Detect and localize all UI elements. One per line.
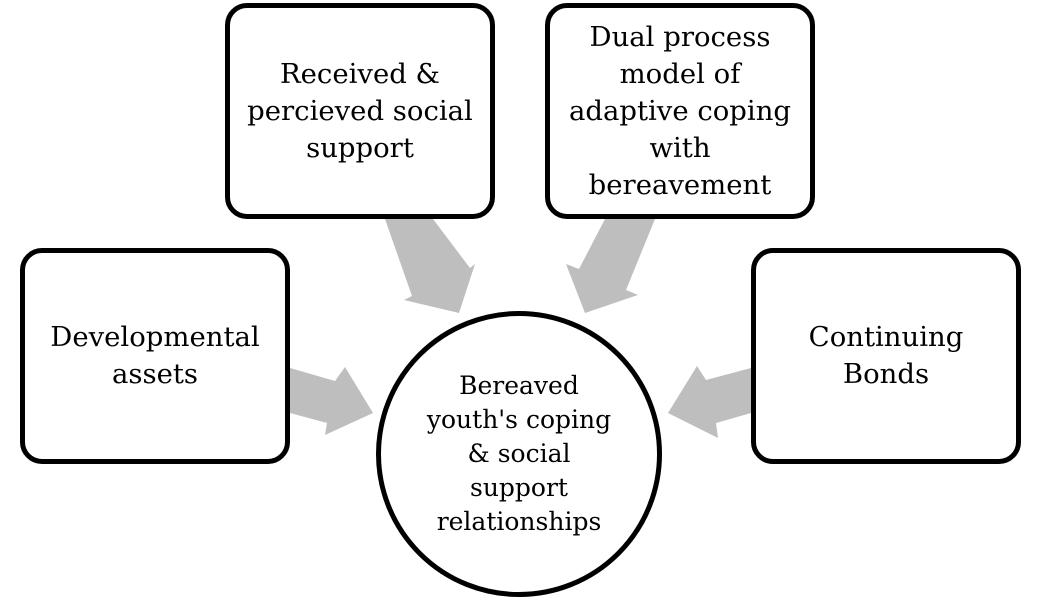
arrow-from-dual-process bbox=[566, 219, 655, 313]
node-social-support-label: Received & percieved social support bbox=[247, 57, 473, 164]
node-developmental-assets: Developmental assets bbox=[20, 248, 290, 464]
center-node-bereaved-youth: Bereaved youth's coping & social support… bbox=[376, 311, 662, 597]
node-dual-process-model: Dual process model of adaptive coping wi… bbox=[545, 3, 815, 219]
node-developmental-assets-label: Developmental assets bbox=[50, 321, 260, 390]
arrow-from-continuing-bonds bbox=[668, 366, 751, 438]
arrow-from-support bbox=[385, 219, 475, 313]
node-social-support: Received & percieved social support bbox=[225, 3, 495, 219]
node-dual-process-model-label: Dual process model of adaptive coping wi… bbox=[568, 20, 792, 201]
node-continuing-bonds: Continuing Bonds bbox=[751, 248, 1021, 464]
node-continuing-bonds-label: Continuing Bonds bbox=[808, 321, 964, 390]
arrow-from-developmental-assets bbox=[290, 367, 373, 435]
center-node-label: Bereaved youth's coping & social support… bbox=[426, 371, 612, 536]
